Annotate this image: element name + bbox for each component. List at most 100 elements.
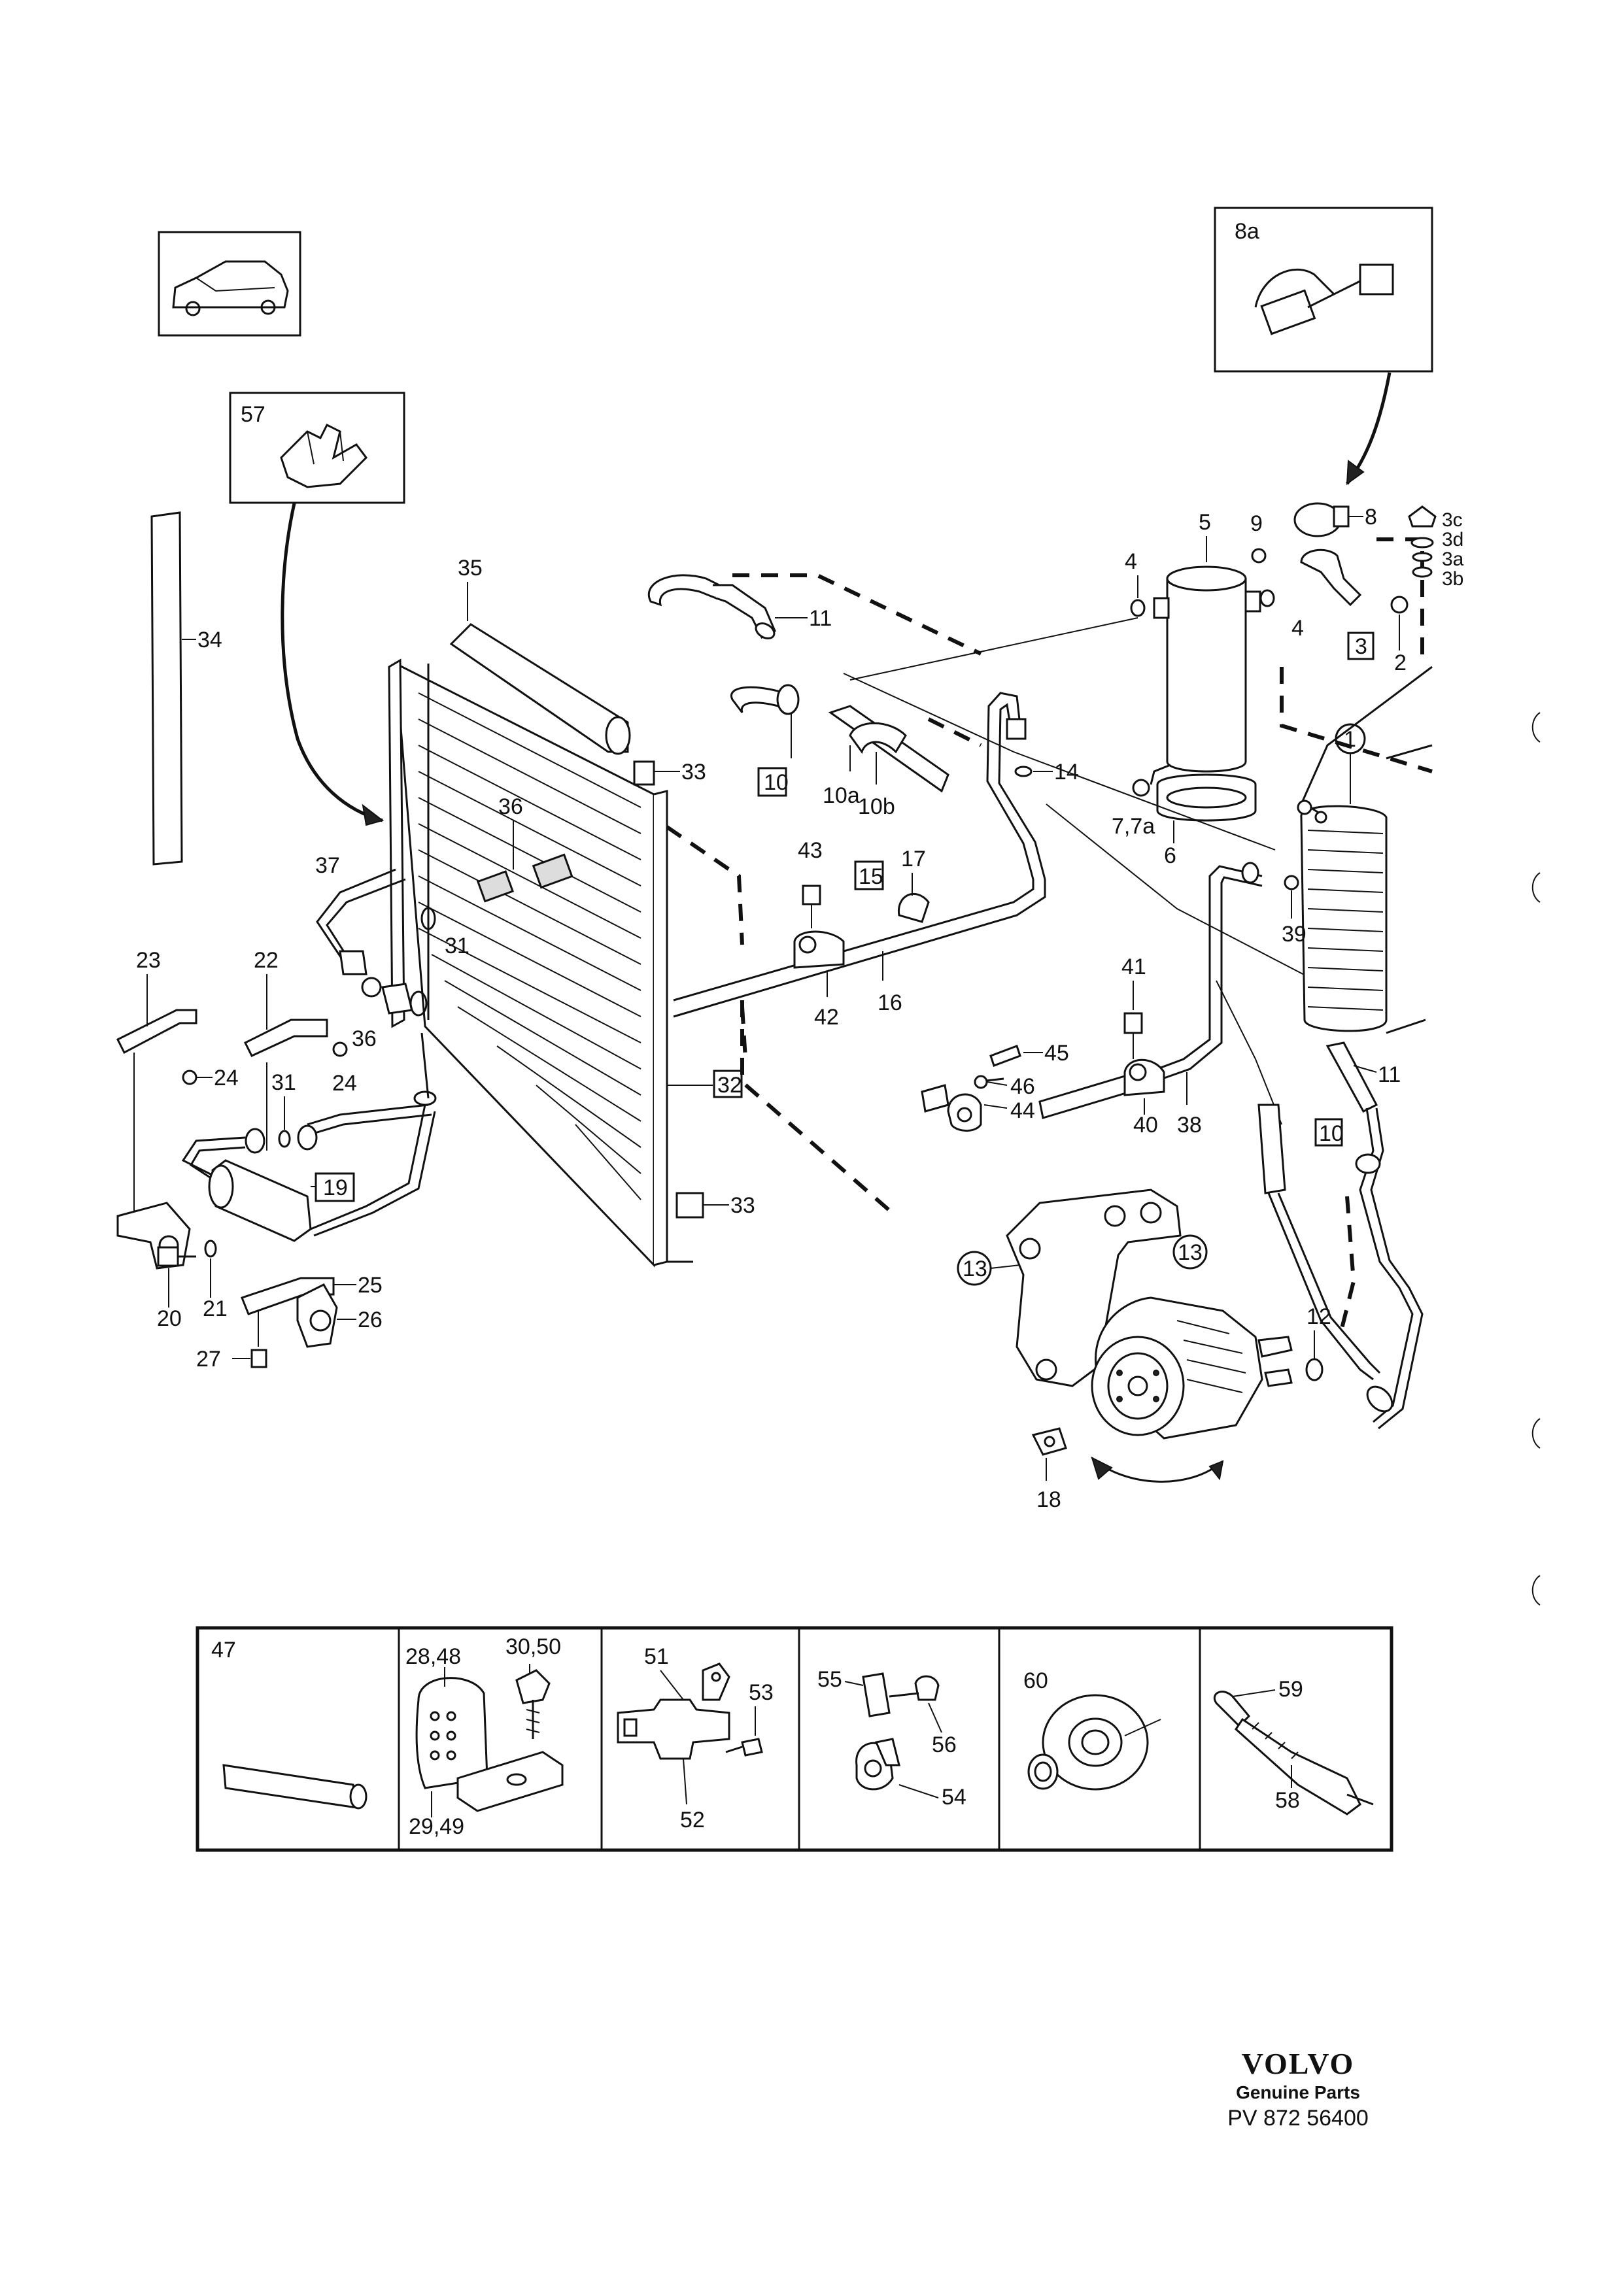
part-number: PV 872 56400 bbox=[1227, 2106, 1369, 2131]
callout-41: 41 bbox=[1121, 954, 1146, 979]
seal-21: 21 bbox=[203, 1240, 228, 1321]
switch-20: 20 bbox=[157, 1246, 196, 1331]
bolt-43: 43 bbox=[798, 838, 823, 928]
callout-3d: 3d bbox=[1442, 529, 1463, 550]
callout-22: 22 bbox=[254, 948, 279, 973]
panel-28-label: 28,48 bbox=[405, 1644, 461, 1669]
callout-10-b: 10b bbox=[858, 794, 895, 819]
drier-19: 19 bbox=[181, 1104, 436, 1242]
clamp-17: 17 bbox=[898, 847, 930, 923]
callout-3b: 3b bbox=[1442, 568, 1463, 590]
callout-20: 20 bbox=[157, 1306, 182, 1331]
switch-8: 8 bbox=[1293, 502, 1377, 537]
callout-31a: 31 bbox=[445, 934, 470, 958]
callout-36a: 36 bbox=[498, 794, 523, 819]
clamp-40: 40 bbox=[1123, 1058, 1165, 1138]
panel-54-label: 54 bbox=[942, 1785, 966, 1810]
pipe-37: 37 bbox=[315, 853, 406, 975]
callout-3a: 3a bbox=[1442, 549, 1464, 570]
seal-14: 14 bbox=[1014, 760, 1079, 785]
callout-8a: 8a bbox=[1235, 219, 1259, 244]
panel-58-59: 59 58 bbox=[1214, 1677, 1374, 1815]
dashed-frame-center bbox=[740, 717, 982, 1218]
panel-51-53: 51 52 53 bbox=[617, 1644, 774, 1832]
cap-33b: 33 bbox=[675, 1192, 755, 1219]
seal-strip-34: 34 bbox=[150, 511, 222, 866]
fitting-36a: 36 bbox=[476, 794, 573, 903]
callout-33a: 33 bbox=[681, 760, 706, 785]
inset-8a: 8a bbox=[1214, 207, 1433, 486]
volvo-logo: VOLVO bbox=[1241, 2047, 1355, 2080]
screw-27: 27 bbox=[196, 1347, 267, 1372]
callout-32: 32 bbox=[717, 1073, 742, 1098]
hose-10b: 10 bbox=[1257, 1104, 1381, 1381]
callout-42: 42 bbox=[814, 1005, 839, 1030]
callout-36b: 36 bbox=[352, 1026, 377, 1051]
callout-35: 35 bbox=[458, 556, 483, 581]
callout-23: 23 bbox=[136, 948, 161, 973]
callout-3: 3 bbox=[1355, 634, 1367, 659]
panel-53-label: 53 bbox=[749, 1680, 774, 1705]
callout-3c: 3c bbox=[1442, 509, 1463, 531]
callout-13b: 13 bbox=[1178, 1240, 1203, 1265]
panel-58-label: 58 bbox=[1275, 1788, 1300, 1813]
evaporator-1: 1 bbox=[1280, 666, 1433, 1034]
callout-57: 57 bbox=[241, 402, 265, 427]
nut-9: 9 bbox=[1250, 511, 1267, 564]
callout-5: 5 bbox=[1199, 510, 1211, 535]
callout-34: 34 bbox=[197, 628, 222, 652]
callout-15: 15 bbox=[859, 864, 883, 889]
callout-10b: 10 bbox=[1319, 1121, 1344, 1146]
callout-31b: 31 bbox=[271, 1070, 296, 1095]
bracket-23: 23 bbox=[116, 948, 197, 1216]
callout-11a: 11 bbox=[809, 606, 832, 631]
callout-10-a: 10a bbox=[823, 783, 860, 808]
pipe-2-3: 3 2 bbox=[1300, 537, 1424, 675]
callout-24a: 24 bbox=[214, 1066, 239, 1090]
inset-57: 57 bbox=[229, 392, 405, 826]
panel-30-label: 30,50 bbox=[505, 1634, 561, 1659]
callout-18: 18 bbox=[1036, 1487, 1061, 1512]
callout-33b: 33 bbox=[730, 1193, 755, 1218]
callout-13a: 13 bbox=[963, 1257, 987, 1281]
panel-55-label: 55 bbox=[817, 1667, 842, 1692]
seal-31a: 31 bbox=[420, 907, 470, 958]
panel-52-label: 52 bbox=[680, 1808, 705, 1832]
seal-12: 12 bbox=[1305, 1304, 1331, 1381]
clamp-42: 42 bbox=[793, 930, 845, 1030]
compressor-13: 13 13 bbox=[957, 1189, 1293, 1483]
nut-36b: 36 bbox=[352, 977, 382, 1051]
brand-subtitle: Genuine Parts bbox=[1236, 2082, 1360, 2102]
screw-24b: 24 bbox=[332, 1041, 357, 1096]
panel-60: 60 bbox=[1023, 1668, 1161, 1791]
hose-11a: 11 bbox=[648, 573, 982, 656]
pipe-16: 16 bbox=[673, 692, 1046, 1018]
panel-56-label: 56 bbox=[932, 1732, 957, 1757]
callout-12: 12 bbox=[1307, 1304, 1331, 1329]
panel-28-30-29: 28,48 30,50 29,49 bbox=[405, 1634, 564, 1839]
callout-45: 45 bbox=[1044, 1041, 1069, 1066]
screw-24a: 24 bbox=[182, 1066, 239, 1090]
callout-21: 21 bbox=[203, 1296, 228, 1321]
fitting-31b bbox=[381, 983, 437, 1106]
tube-35: 35 bbox=[449, 556, 631, 755]
callout-24b: 24 bbox=[332, 1071, 357, 1096]
bracket-25-26: 25 26 bbox=[241, 1273, 383, 1348]
callout-43: 43 bbox=[798, 838, 823, 863]
callout-40: 40 bbox=[1133, 1113, 1158, 1138]
bolt-18: 18 bbox=[1031, 1427, 1067, 1512]
pipe-38: 39 38 bbox=[1038, 862, 1307, 1138]
clip-44-46: 46 44 45 bbox=[921, 1041, 1069, 1132]
callout-4b: 4 bbox=[1291, 616, 1304, 641]
callout-39: 39 bbox=[1282, 922, 1307, 947]
callout-8: 8 bbox=[1365, 505, 1377, 530]
callout-17: 17 bbox=[901, 847, 926, 871]
callout-7: 7,7a bbox=[1112, 814, 1155, 839]
hose-11b: 11 bbox=[1325, 1041, 1424, 1430]
seal-4a: 4 bbox=[1125, 549, 1146, 617]
callout-1: 1 bbox=[1344, 727, 1356, 752]
panel-47-label: 47 bbox=[211, 1638, 236, 1663]
panel-60-label: 60 bbox=[1023, 1668, 1048, 1693]
receiver-5: 5 6 7,7a bbox=[1112, 510, 1261, 868]
callout-2: 2 bbox=[1394, 650, 1407, 675]
